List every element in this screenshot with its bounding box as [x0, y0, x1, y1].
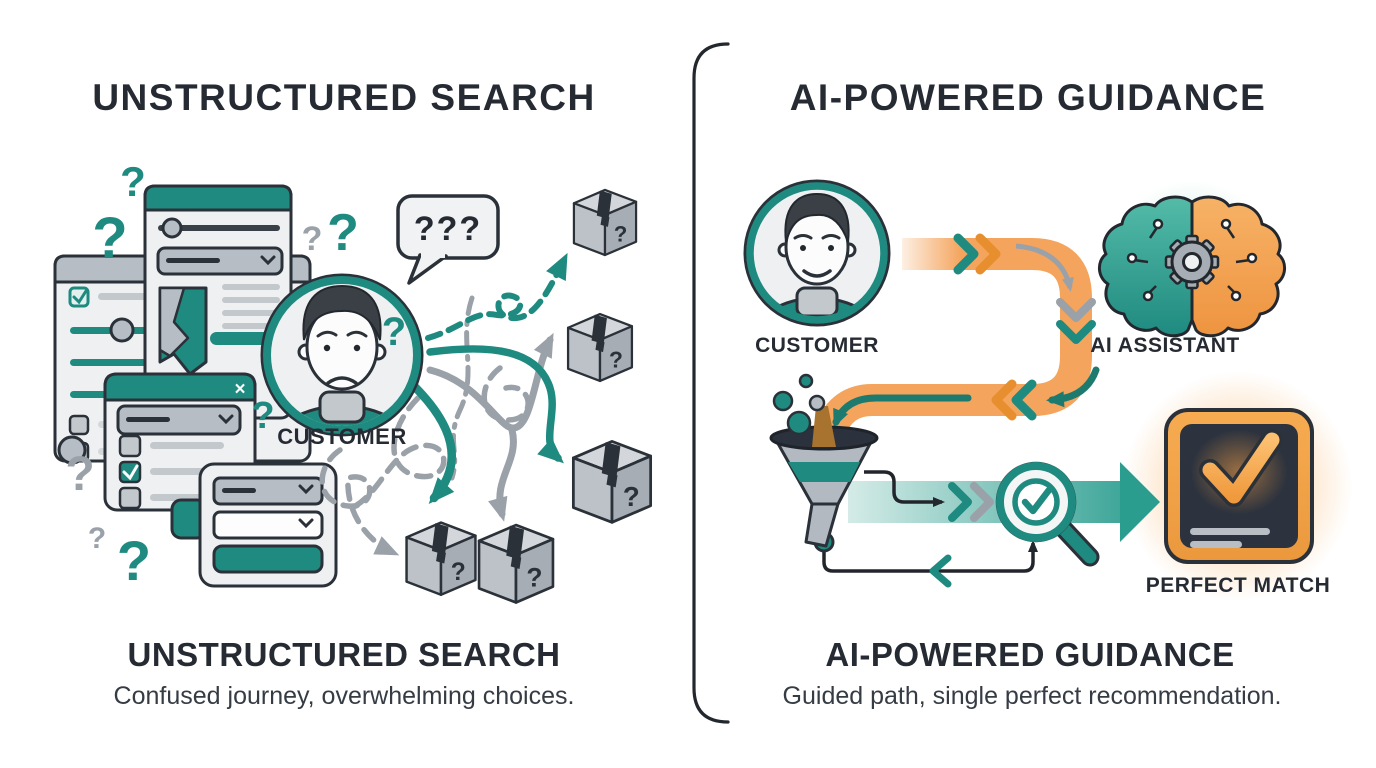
stray-knob [57, 435, 87, 465]
left-panel: UNSTRUCTURED SEARCH [53, 77, 653, 710]
green-return-arrow [1046, 366, 1100, 408]
result-arrowhead [1120, 462, 1160, 542]
feedback-loop [822, 540, 1038, 573]
smile [802, 269, 832, 278]
scattered-question-marks: ? ? ? ? ? ? ? ? [65, 158, 359, 592]
left-heading: UNSTRUCTURED SEARCH [127, 636, 560, 673]
hair [302, 284, 382, 341]
perfect-match-card [1164, 408, 1314, 564]
perfect-match-label: PERFECT MATCH [1146, 574, 1331, 597]
customer-avatar [743, 179, 891, 327]
chevron-right-icon [975, 233, 1001, 275]
mystery-box-2 [566, 312, 634, 383]
tangled-paths [319, 252, 568, 556]
question-mark-icon: ? [92, 206, 127, 271]
chevron-down-icon [1056, 320, 1096, 344]
chevron-right-icon [970, 482, 994, 522]
mystery-box-4 [477, 523, 555, 604]
question-mark-icon: ? [117, 529, 151, 592]
question-mark-icon: ? [327, 204, 359, 262]
customer-label-left: CUSTOMER [277, 424, 407, 449]
question-mark-icon: ? [251, 395, 274, 437]
green-into-funnel-arrow [832, 394, 972, 428]
cluttered-window-dropdowns [198, 462, 338, 588]
magnifier-check-icon [995, 461, 1100, 567]
question-mark-icon: ? [302, 220, 323, 258]
divider-bracket [692, 42, 730, 724]
right-heading: AI-POWERED GUIDANCE [825, 636, 1234, 673]
chevron-down-icon [1056, 298, 1096, 322]
question-mark-icon: ? [382, 310, 406, 354]
chevron-left-icon [1011, 379, 1037, 421]
close-icon: × [234, 379, 245, 400]
left-caption: Confused journey, overwhelming choices. [114, 682, 575, 710]
left-title: UNSTRUCTURED SEARCH [92, 77, 595, 118]
filter-funnel-icon [769, 373, 879, 548]
mystery-box-3 [571, 439, 653, 524]
teal-button [212, 544, 324, 574]
right-caption: Guided path, single perfect recommendati… [783, 682, 1282, 710]
chevron-right-icon [953, 233, 979, 275]
gray-curve-arrow [1015, 243, 1074, 292]
mystery-box-5 [405, 521, 477, 596]
customer-label-right: CUSTOMER [755, 334, 879, 357]
question-mark-icon: ? [88, 522, 106, 555]
right-panel: AI-POWERED GUIDANCE [743, 77, 1353, 710]
ai-brain-icon [1097, 195, 1287, 338]
collar [795, 286, 839, 317]
mystery-box-1 [572, 188, 638, 257]
gear-icon [1164, 234, 1220, 290]
collar [318, 390, 366, 424]
check-icon [1202, 432, 1280, 504]
ai-assistant-label: AI ASSISTANT [1090, 334, 1240, 357]
frown [326, 376, 358, 385]
confusion-speech-bubble: ??? [396, 194, 500, 285]
orange-stream [812, 406, 836, 447]
chevron-left-icon [929, 554, 952, 588]
chevron-left-icon [991, 379, 1017, 421]
chevron-right-icon [948, 482, 972, 522]
right-title: AI-POWERED GUIDANCE [790, 77, 1267, 118]
question-mark-icon: ? [65, 448, 94, 501]
cluttered-window-main [143, 184, 293, 420]
triple-question-text: ??? [414, 210, 482, 248]
check-icon [1021, 486, 1053, 515]
orange-guided-path [815, 232, 1100, 437]
confused-customer-avatar: ? [260, 273, 424, 437]
hair [784, 192, 850, 243]
circuit-nodes [1126, 218, 1258, 302]
question-mark-icon: ? [120, 158, 146, 205]
